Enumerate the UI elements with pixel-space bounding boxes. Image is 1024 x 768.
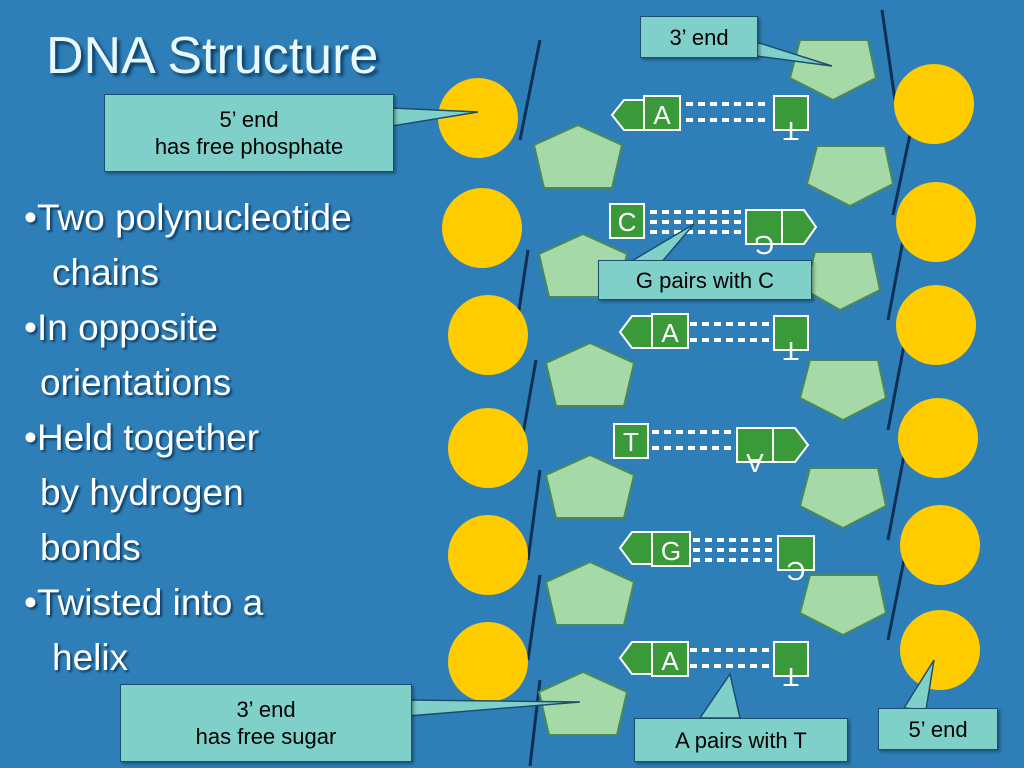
left-sugars <box>532 123 636 736</box>
right-backbone-segment <box>880 9 897 101</box>
bullet-item-continuation: chains <box>52 252 159 293</box>
phosphate-circle <box>900 610 980 690</box>
base-right: T <box>773 95 809 146</box>
right-backbone-segment <box>886 339 907 431</box>
sugar-pentagon <box>798 467 888 530</box>
callout-g-pairs-c: G pairs with C <box>598 260 812 300</box>
base-letter: G <box>661 536 681 566</box>
callout-a-pairs-t: A pairs with T <box>634 718 848 762</box>
bullet-item: •In opposite <box>24 307 218 348</box>
sugar-pentagon <box>803 251 882 312</box>
phosphate-circle <box>896 285 976 365</box>
bullet-item: •Two polynucleotide <box>24 197 352 238</box>
phosphate-circle <box>442 188 522 268</box>
base-letter: T <box>783 336 799 366</box>
right-backbone-segment <box>886 449 907 541</box>
sugar-pentagon <box>544 341 636 407</box>
base-letter: T <box>783 116 799 146</box>
phosphate-circle <box>448 622 528 702</box>
base-left: C <box>609 203 645 239</box>
phosphate-circle <box>894 64 974 144</box>
sugar-pentagon <box>798 574 888 637</box>
base-left: G <box>618 531 691 567</box>
base-letter: G <box>754 230 774 260</box>
slide-title: DNA Structure <box>46 27 379 85</box>
base-letter: T <box>623 427 639 457</box>
sugar-pentagon <box>798 359 888 422</box>
right-backbone-segment <box>886 554 907 641</box>
base-left: T <box>613 423 649 459</box>
base-right: T <box>773 641 809 692</box>
left-backbone-segment <box>520 359 538 441</box>
phosphate-circle <box>898 398 978 478</box>
base-letter: A <box>653 100 671 130</box>
phosphate-circle <box>896 182 976 262</box>
sugar-pentagon <box>544 453 636 519</box>
right-phosphates <box>894 64 980 690</box>
base-letter: A <box>661 318 679 348</box>
left-backbone-segment <box>526 469 542 561</box>
left-backbone-segment <box>528 679 542 767</box>
phosphate-circle <box>900 505 980 585</box>
sugar-pentagon <box>805 145 895 208</box>
hydrogen-bonds <box>650 102 778 668</box>
callout-5end-phosphate: 5’ end has free phosphate <box>104 94 394 172</box>
sugar-pentagon <box>537 670 629 736</box>
callout-pointers <box>391 40 935 719</box>
bullet-item-continuation: by hydrogen <box>40 472 244 513</box>
sugar-pentagon <box>532 123 624 189</box>
phosphate-circle <box>448 295 528 375</box>
base-letter: T <box>783 662 799 692</box>
pointer-a-pairs-t <box>698 672 741 719</box>
base-right: C <box>777 535 815 586</box>
bullet-item: •Twisted into a <box>24 582 264 623</box>
sugar-pentagon <box>788 39 878 102</box>
bullet-item-continuation: bonds <box>40 527 141 568</box>
nitrogen-bases: A T C G A T <box>609 95 818 692</box>
base-left: A <box>610 95 681 131</box>
base-letter: C <box>618 207 637 237</box>
base-left: A <box>618 313 689 349</box>
phosphate-circle <box>438 78 518 158</box>
bullet-item: •Held together <box>24 417 260 458</box>
base-right: A <box>736 427 810 478</box>
left-backbone-segment <box>518 39 542 141</box>
bullet-list: •Two polynucleotide chains •In opposite … <box>24 190 352 685</box>
base-right: G <box>745 209 818 260</box>
right-sugars <box>788 39 895 637</box>
callout-5end-bottom: 5’ end <box>878 708 998 750</box>
base-letter: A <box>746 448 764 478</box>
bullet-item-continuation: orientations <box>40 362 232 403</box>
right-backbone-segment <box>891 124 914 216</box>
right-backbone-segment <box>886 229 907 321</box>
left-backbone-segment <box>526 574 542 661</box>
base-left: A <box>618 641 689 677</box>
phosphate-circle <box>448 408 528 488</box>
base-letter: C <box>787 556 806 586</box>
callout-3end-sugar: 3’ end has free sugar <box>120 684 412 762</box>
phosphate-circle <box>448 515 528 595</box>
base-right: T <box>773 315 809 366</box>
sugar-pentagon <box>544 560 636 626</box>
backbone-lines <box>514 9 914 767</box>
callout-3end-top: 3’ end <box>640 16 758 58</box>
base-letter: A <box>661 646 679 676</box>
bullet-item-continuation: helix <box>52 637 129 678</box>
left-phosphates <box>438 78 528 702</box>
